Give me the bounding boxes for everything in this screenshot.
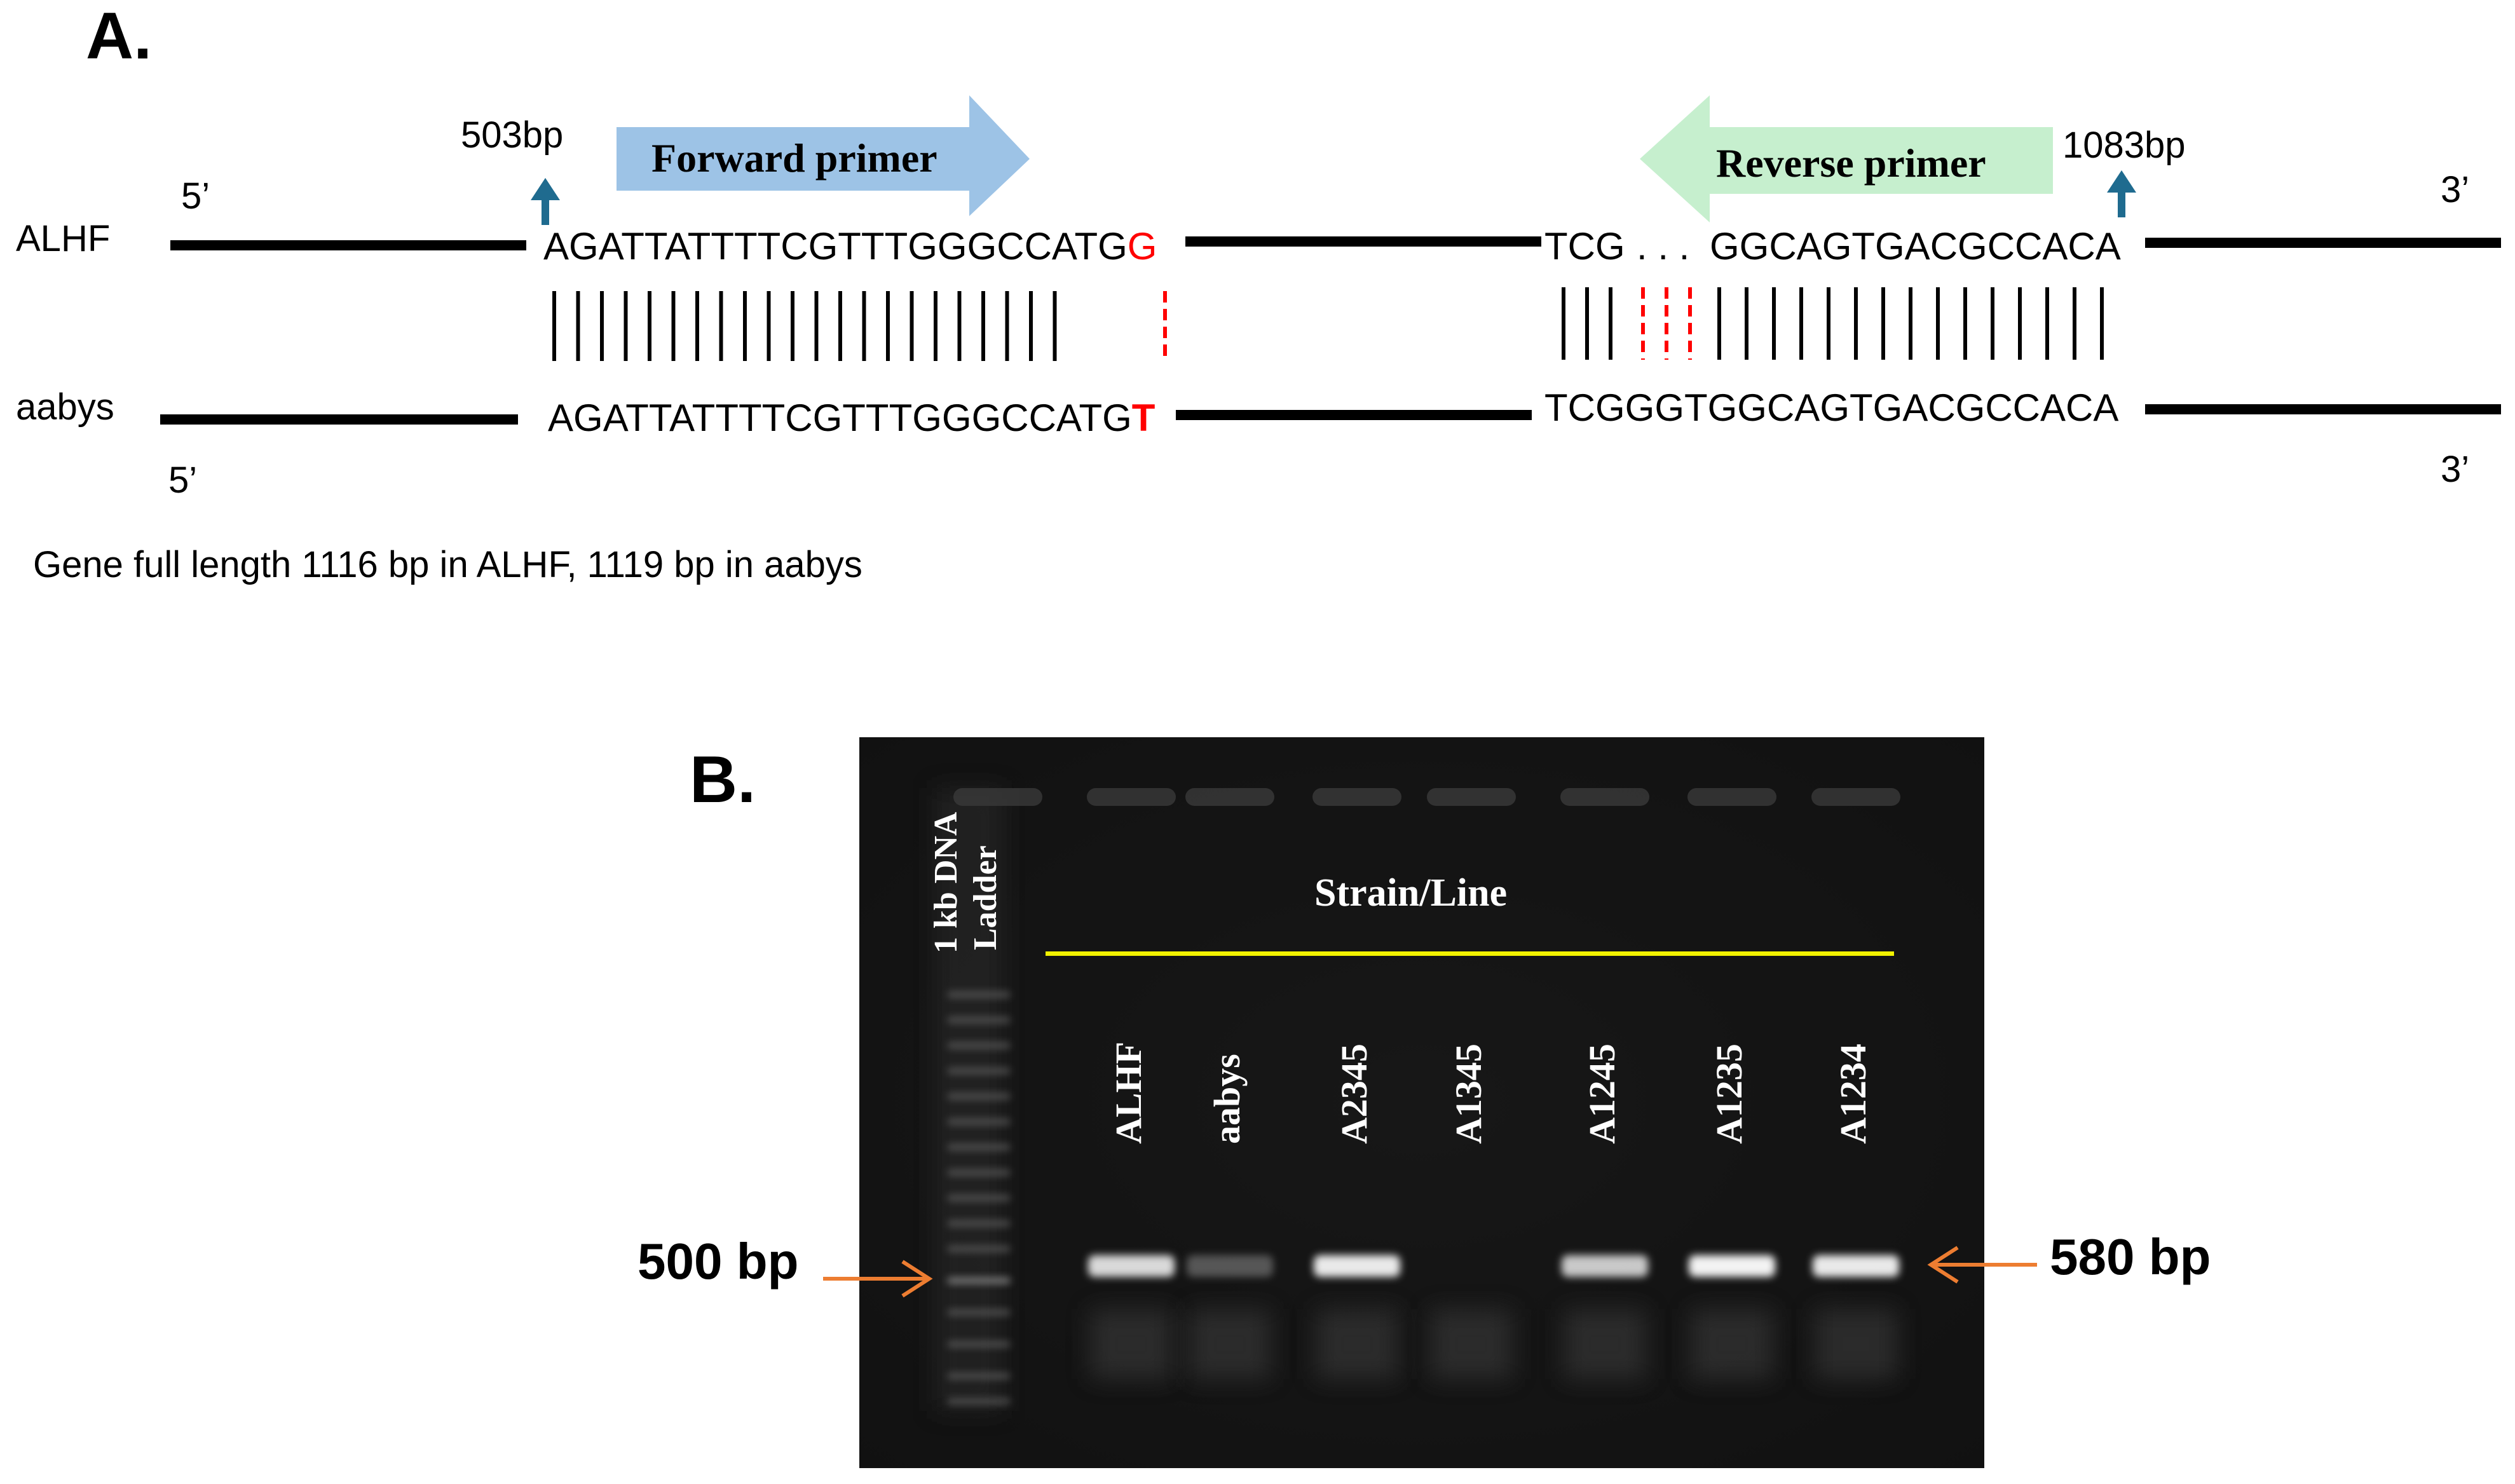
marker-503-arrow-icon [531, 178, 560, 225]
ladder-band [947, 1195, 1011, 1201]
strain-bottom-label: aabys [16, 386, 114, 428]
ladder-band [947, 1093, 1011, 1099]
ladder-bands [947, 991, 1011, 1405]
lane-label: A2345 [1333, 1044, 1375, 1144]
lane-label: aabys [1206, 1054, 1248, 1144]
bottom-forward-sequence: AGATTATTTTCGTTTGGGCCATGT [548, 397, 1155, 439]
lane-smear [1691, 1309, 1773, 1379]
bottom-forward-seq-main: AGATTATTTTCGTTTGGGCCATG [548, 397, 1132, 439]
reverse-primer-arrow: Reverse primer [1640, 95, 2053, 222]
ladder-label: 1 kb DNA Ladder [928, 812, 1004, 953]
ladder-band [947, 1169, 1011, 1176]
top-forward-sequence: AGATTATTTTCGTTTGGGCCATGG [543, 225, 1157, 268]
ladder-band [947, 1119, 1011, 1125]
forward-primer-label: Forward primer [651, 135, 937, 180]
forward-primer-arrow: Forward primer [617, 95, 1030, 216]
top-reverse-seq-end: GGCAGTGACGCCACA [1710, 225, 2121, 268]
pcr-band [1689, 1255, 1775, 1277]
ladder-band [947, 1017, 1011, 1023]
pairing-bars [552, 287, 2104, 361]
gene-length-caption: Gene full length 1116 bp in ALHF, 1119 b… [33, 544, 862, 585]
ladder-band [947, 1309, 1011, 1316]
ladder-band [947, 1144, 1011, 1150]
gel-well [1087, 788, 1176, 806]
pcr-band [1314, 1255, 1400, 1277]
panel-b: B. 1 kb DNA Ladder Strain/Line ALHF aabys… [637, 737, 2211, 1468]
bottom-forward-snp: T [1132, 397, 1155, 439]
five-prime-top: 5’ [181, 175, 210, 217]
three-prime-bottom: 3’ [2441, 449, 2469, 490]
left-pointer-arrow-icon [823, 1260, 933, 1298]
gel-image [859, 737, 1984, 1468]
lane-label: A1235 [1708, 1044, 1750, 1144]
ladder-band [947, 1341, 1011, 1347]
lane-label: A1234 [1832, 1044, 1874, 1144]
ladder-band [947, 991, 1011, 998]
top-forward-seq-main: AGATTATTTTCGTTTGGGCCATG [543, 225, 1128, 268]
lane-label: ALHF [1108, 1042, 1149, 1144]
left-size-marker: 500 bp [637, 1233, 798, 1290]
gel-well [1312, 788, 1401, 806]
gel-well [1811, 788, 1900, 806]
lane-smear [1430, 1309, 1513, 1379]
right-pointer-arrow-icon [1927, 1246, 2037, 1284]
right-size-marker: 580 bp [2050, 1229, 2211, 1285]
gel-well [1560, 788, 1649, 806]
marker-1083-label: 1083bp [2062, 125, 2186, 166]
lane-labels: ALHF aabys A2345 A1345 A1245 A1235 A1234 [1108, 1042, 1874, 1144]
ladder-band [947, 1398, 1011, 1405]
pcr-band [1813, 1255, 1899, 1277]
pcr-band [1187, 1255, 1273, 1277]
ladder-band [947, 1220, 1011, 1227]
lane-smear [1316, 1309, 1398, 1379]
ladder-band [947, 1277, 1011, 1284]
three-prime-top: 3’ [2441, 169, 2469, 210]
panel-b-label: B. [690, 743, 756, 817]
ladder-band [947, 1042, 1011, 1049]
ladder-band [947, 1373, 1011, 1379]
lane-smear [1815, 1309, 1897, 1379]
gel-well [1687, 788, 1776, 806]
strain-top-label: ALHF [16, 218, 110, 259]
pcr-band [1088, 1255, 1175, 1277]
panel-a-label: A. [86, 0, 152, 73]
ladder-band [947, 1246, 1011, 1252]
lane-bands [1088, 1255, 1899, 1379]
gel-wells [953, 788, 1900, 806]
gel-well [1427, 788, 1516, 806]
ladder-label-line1: 1 kb DNA [928, 812, 964, 953]
five-prime-bottom: 5’ [168, 459, 197, 501]
lane-smear [1189, 1309, 1271, 1379]
lane-label: A1345 [1448, 1044, 1489, 1144]
top-reverse-seq-start: TCG [1544, 225, 1625, 268]
gel-well [1185, 788, 1274, 806]
reverse-primer-label: Reverse primer [1716, 140, 1986, 186]
panel-a: A. 503bp Forward primer Reverse primer 1… [16, 0, 2501, 585]
marker-1083-arrow-icon [2107, 170, 2136, 217]
top-reverse-seq-gap: . . . [1637, 225, 1689, 268]
strain-line-underline [1046, 951, 1894, 956]
gel-well [953, 788, 1042, 806]
lane-label: A1245 [1581, 1044, 1623, 1144]
top-forward-snp: G [1128, 225, 1157, 268]
bottom-strand-lines [160, 404, 2501, 425]
ladder-band [947, 1068, 1011, 1074]
pcr-band [1562, 1255, 1648, 1277]
bottom-reverse-sequence: TCGGGTGGCAGTGACGCCACA [1544, 386, 2118, 429]
top-strand-lines [170, 236, 2501, 250]
strain-line-label: Strain/Line [1314, 871, 1507, 915]
marker-503-label: 503bp [461, 114, 563, 156]
ladder-label-line2: Ladder [967, 845, 1004, 950]
lane-smear [1564, 1309, 1646, 1379]
lane-smear [1090, 1309, 1173, 1379]
